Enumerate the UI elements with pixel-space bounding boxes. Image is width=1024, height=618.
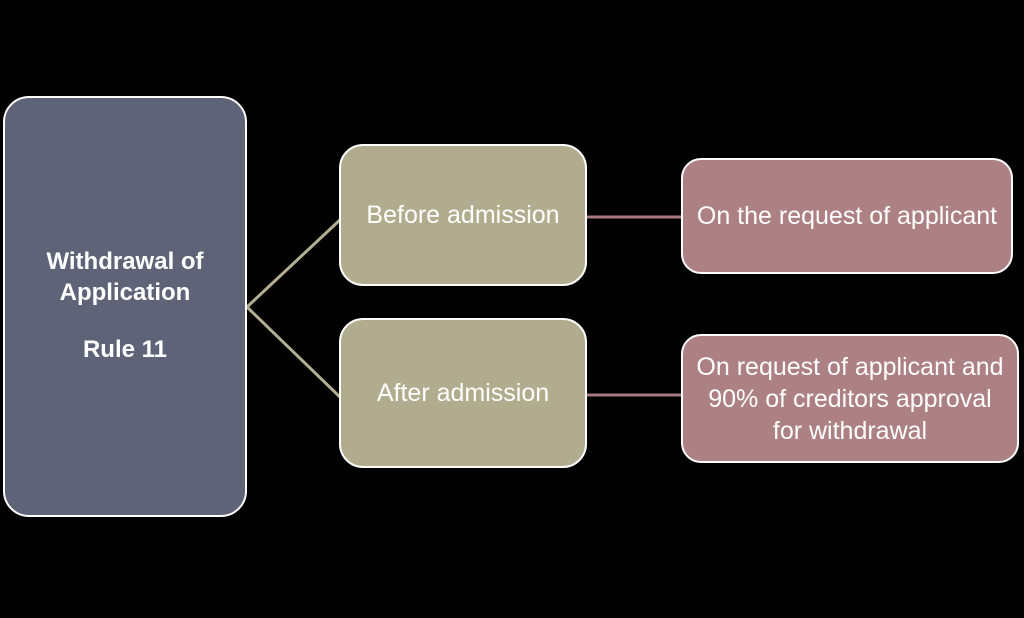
connector-root-to-before-admission [245,216,344,309]
root-subtitle-rule: Rule 11 [82,335,168,363]
node-after-admission[interactable]: After admission [339,318,587,468]
node-before-admission[interactable]: Before admission [339,144,587,286]
connector-root-to-after-admission [245,305,344,401]
node-outcome-creditors-approval[interactable]: On request of applicant and 90% of credi… [681,334,1019,463]
root-title-line-2: Application [59,279,191,307]
node-outcome-request-of-applicant[interactable]: On the request of applicant [681,158,1013,274]
node-after-admission-label: After admission [376,379,550,407]
node-outcome-creditors-approval-label: On request of applicant and 90% of credi… [696,352,1004,445]
node-outcome-request-of-applicant-label: On the request of applicant [696,202,998,230]
node-withdrawal-of-application[interactable]: Withdrawal of Application Rule 11 [3,96,247,517]
node-before-admission-label: Before admission [366,201,560,229]
root-title-line-1: Withdrawal of [46,248,204,276]
